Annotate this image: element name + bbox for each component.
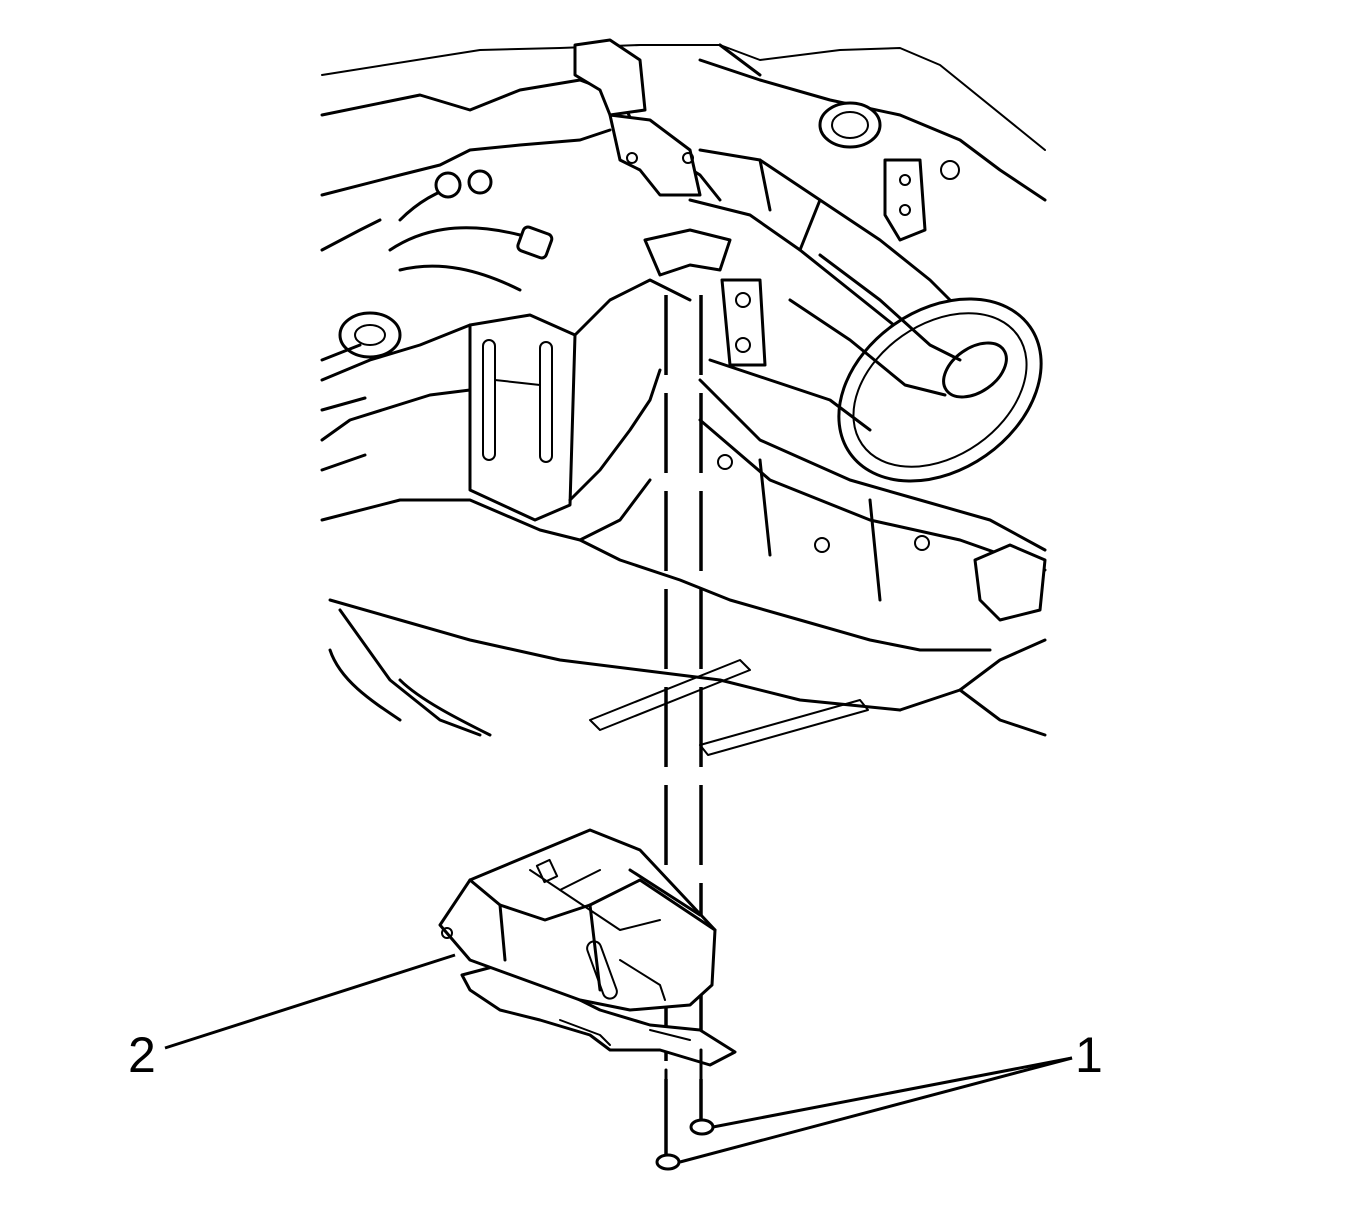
leader-line-1b (679, 1056, 1073, 1164)
bolts (655, 1048, 715, 1171)
vehicle-underbody (320, 38, 1047, 756)
callout-1: 1 (1075, 1027, 1103, 1083)
module-bracket-assembly (438, 828, 737, 1067)
callout-2: 2 (128, 1027, 156, 1083)
leader-lines (164, 953, 1073, 1164)
bolt-left (655, 1068, 681, 1171)
leader-line-1a (712, 1056, 1073, 1129)
leader-line-2 (164, 953, 456, 1050)
